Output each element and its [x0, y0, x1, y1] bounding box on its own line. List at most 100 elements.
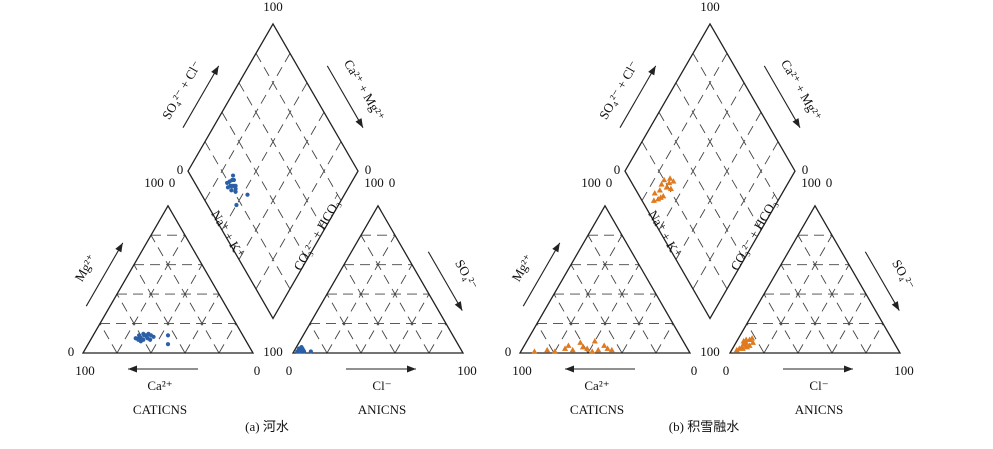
camg-arrow	[326, 65, 364, 128]
tick-label: 100	[144, 175, 164, 190]
axis-label-so4cl: SO₄²⁻ + Cl⁻	[159, 58, 204, 122]
cl-arrow	[783, 365, 853, 373]
cation-point	[595, 346, 602, 353]
tick-label: 0	[691, 363, 698, 378]
cation-point	[589, 348, 596, 354]
tick-label: 0	[826, 175, 833, 190]
anion-point	[743, 336, 750, 342]
diamond-point	[230, 183, 235, 188]
tick-label: 100	[700, 344, 720, 359]
diamond-point	[650, 197, 657, 203]
diamond-point	[233, 186, 238, 191]
axis-label-so4cl: SO₄²⁻ + Cl⁻	[596, 58, 641, 122]
diamond-point	[651, 190, 658, 196]
diamond-point	[655, 195, 662, 202]
cation-point	[544, 346, 551, 353]
so4cl-arrow	[619, 65, 657, 128]
anion-triangle	[291, 204, 465, 354]
diamond-point	[233, 183, 238, 188]
tick-label: 0	[254, 363, 261, 378]
diamond-point	[231, 177, 236, 183]
anion-point	[743, 339, 750, 345]
tick-label: 100	[512, 363, 532, 378]
diamond-point	[667, 185, 674, 192]
cation-point	[165, 342, 171, 347]
anion-title: ANICNS	[358, 402, 406, 417]
cation-point	[143, 333, 148, 338]
cation-point	[584, 345, 591, 351]
diamond-point	[667, 175, 674, 181]
tick-label: 0	[286, 363, 293, 378]
anion-point	[749, 335, 756, 341]
cation-point	[577, 339, 584, 345]
cation-point	[151, 334, 156, 339]
axis-label-cl: Cl⁻	[809, 378, 828, 393]
axis-label-nak: Na⁺ + K⁺	[645, 208, 684, 261]
cation-point	[591, 338, 598, 344]
central-diamond	[624, 22, 796, 320]
data-points	[531, 175, 756, 354]
diamond-point	[661, 176, 668, 183]
cation-point	[165, 333, 171, 338]
axis-label-co3hco3: CO₃²⁻ + HCO₃⁻	[290, 191, 346, 273]
axis-label-camg: Ca²⁺ + Mg²⁺	[778, 57, 825, 123]
mg-arrow	[85, 242, 124, 307]
tick-label: 100	[801, 175, 821, 190]
cation-point	[601, 342, 608, 348]
tick-label: 100	[581, 175, 601, 190]
tick-label: 100	[700, 0, 720, 14]
tick-label: 0	[177, 162, 184, 177]
anion-point	[740, 338, 747, 344]
diamond-point	[229, 188, 234, 193]
grid-lines	[99, 53, 447, 354]
ca-arrow	[128, 365, 198, 373]
tick-label: 0	[68, 344, 75, 359]
anion-point	[308, 349, 313, 354]
tick-label: 0	[606, 175, 613, 190]
anion-point	[749, 339, 756, 345]
cation-triangle	[518, 204, 692, 354]
diamond-point	[658, 181, 665, 187]
axis-label-mg: Mg²⁺	[509, 252, 536, 284]
cation-point	[569, 346, 576, 353]
axis-label-nak: Na⁺ + K⁺	[208, 208, 247, 261]
axis-label-so4: SO₄²⁻	[452, 257, 481, 292]
cation-triangle	[81, 204, 255, 354]
so4-arrow	[427, 251, 463, 311]
camg-arrow	[763, 65, 801, 128]
panel-caption: (b) 积雪融水	[669, 419, 739, 434]
so4-arrow	[864, 251, 900, 311]
tick-label: 0	[505, 344, 512, 359]
axis-label-camg: Ca²⁺ + Mg²⁺	[341, 57, 388, 123]
so4cl-arrow	[182, 65, 220, 128]
axis-label-cl: Cl⁻	[372, 378, 391, 393]
cation-point	[565, 342, 572, 348]
cation-point	[562, 345, 569, 351]
tick-label: 0	[802, 162, 809, 177]
cl-arrow	[346, 365, 416, 373]
axis-label-mg: Mg²⁺	[72, 252, 99, 284]
diamond-point	[657, 194, 664, 200]
grid-lines	[536, 53, 884, 354]
panel-caption: (a) 河水	[245, 419, 289, 434]
cation-point	[604, 345, 611, 351]
ca-arrow	[565, 365, 635, 373]
axis-label-so4: SO₄²⁻	[889, 257, 918, 292]
anion-triangle	[728, 204, 902, 354]
diamond-point	[230, 173, 236, 178]
anion-point	[743, 343, 751, 350]
tick-label: 0	[614, 162, 621, 177]
diamond-point	[245, 192, 250, 197]
cation-point	[148, 337, 153, 342]
anion-point	[739, 345, 746, 351]
diamond-point	[660, 192, 667, 199]
anion-title: ANICNS	[795, 402, 843, 417]
axis-label-ca: Ca²⁺	[147, 378, 172, 393]
anion-point	[740, 340, 747, 347]
diamond-point	[663, 184, 670, 190]
diamond-point	[225, 180, 230, 186]
diamond-point	[233, 189, 238, 194]
diamond-point	[225, 185, 231, 190]
